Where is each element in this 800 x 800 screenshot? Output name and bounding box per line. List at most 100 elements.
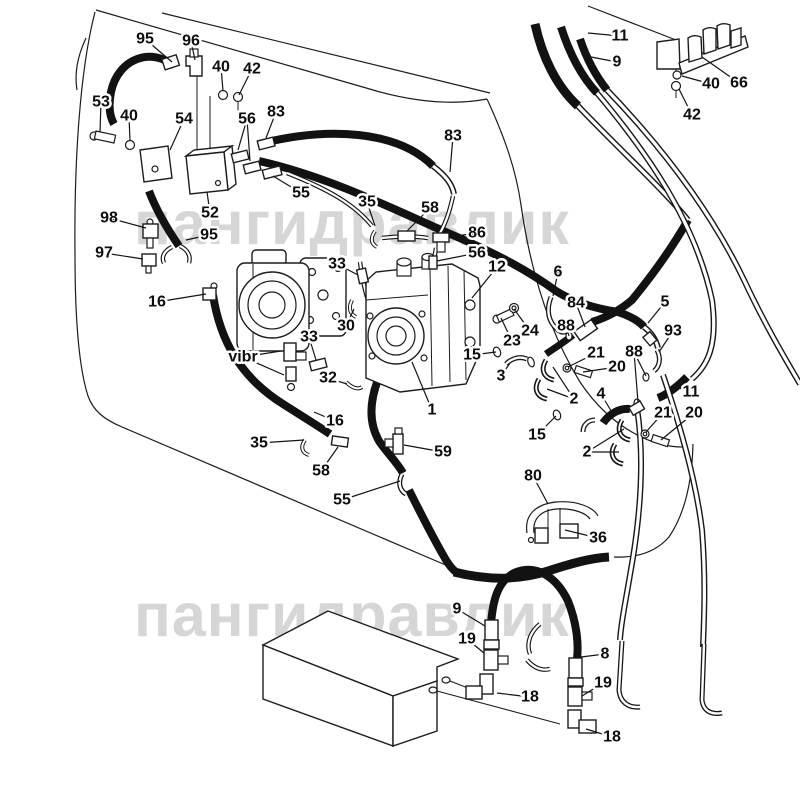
bolt-20 [650, 433, 671, 448]
leader-line [546, 388, 575, 400]
part-label-2: 2 [570, 391, 579, 408]
part-label-83: 83 [444, 128, 462, 145]
leader-line [658, 330, 674, 353]
fitting-5 [641, 330, 658, 347]
clamp-bracket-66 [656, 23, 749, 98]
part-label-19: 19 [458, 631, 476, 648]
part-label-42: 42 [243, 61, 261, 78]
part-label-88: 88 [625, 344, 643, 361]
part-label-55: 55 [333, 492, 351, 509]
hose-16 [209, 294, 333, 438]
leader-line [144, 38, 173, 63]
leader-line [237, 118, 248, 151]
fitting-95 [160, 53, 181, 71]
hose-4 [599, 404, 631, 426]
leader-line [313, 411, 336, 422]
block-52 [185, 151, 229, 195]
leader-line [456, 608, 486, 627]
tank-port-hole [441, 676, 451, 684]
part-label-53: 53 [92, 94, 110, 111]
leader-line [552, 366, 575, 400]
leader-line [645, 412, 664, 433]
hose-83 [258, 129, 436, 169]
hose-center [367, 368, 407, 476]
vibr-fitting [285, 366, 297, 382]
bracket-80 [526, 501, 599, 544]
leader-line [406, 207, 431, 232]
leader-line [600, 393, 614, 415]
leader-line [471, 266, 498, 299]
union-58 [397, 230, 416, 242]
part-label-9: 9 [613, 54, 622, 71]
union-84 [572, 318, 599, 342]
part-label-33: 33 [328, 256, 346, 273]
leader-line [552, 271, 559, 297]
part-label-3: 3 [497, 368, 506, 385]
elbow-98 [142, 223, 159, 239]
part-label-33: 33 [300, 329, 318, 346]
plate-54 [139, 145, 173, 183]
nut [567, 677, 584, 687]
leader-line [532, 475, 549, 505]
leader-line [246, 118, 251, 162]
part-label-40: 40 [212, 59, 230, 76]
union-56 [428, 255, 438, 270]
part-label-23: 23 [503, 333, 521, 350]
elbow-18 [465, 685, 483, 700]
ring-15 [492, 346, 502, 358]
leader-line [581, 682, 604, 697]
leader-line [156, 293, 207, 303]
leader-line [681, 75, 712, 85]
leader-line [190, 40, 196, 61]
part-label-32: 32 [319, 370, 337, 387]
tee-86 [436, 241, 446, 253]
tank-fittings [465, 619, 597, 734]
part-label-11: 11 [683, 384, 700, 401]
fitting-19 [567, 686, 583, 707]
leader-line [580, 653, 606, 658]
leader-line [567, 352, 597, 368]
part-label-15: 15 [463, 347, 481, 364]
part-label-83: 83 [267, 104, 285, 121]
hose-95 [145, 189, 183, 249]
leader-line [265, 111, 277, 139]
part-label-40: 40 [120, 108, 138, 125]
part-label-21: 21 [587, 345, 605, 362]
nut-42 [232, 91, 244, 103]
part-label-8: 8 [601, 646, 610, 663]
leader-line [633, 351, 639, 403]
part-label-vibr: vibr [228, 349, 257, 366]
leader-line [701, 56, 740, 84]
screw-53 [93, 130, 117, 144]
part-label-24: 24 [521, 323, 539, 340]
part-label-56: 56 [468, 245, 486, 262]
leader-line [320, 446, 339, 472]
part-label-66: 66 [730, 75, 748, 92]
leader-line [575, 302, 586, 328]
plug-97 [141, 253, 157, 267]
leader-line [220, 66, 224, 92]
leader-line [185, 234, 210, 241]
leader-line [128, 115, 131, 142]
union-58 [330, 435, 350, 448]
part-label-80: 80 [524, 468, 542, 485]
union-56 [242, 160, 262, 175]
hoses-white [160, 87, 800, 716]
part-label-58: 58 [421, 200, 439, 217]
part-label-21: 21 [654, 405, 672, 422]
part-label-4: 4 [597, 386, 606, 403]
union-56 [230, 149, 250, 164]
leader-line [586, 428, 625, 453]
leader-line [590, 56, 618, 63]
part-label-9: 9 [453, 601, 462, 618]
leader-line [336, 263, 359, 276]
leader-line [448, 232, 478, 238]
leader-line [327, 377, 348, 385]
leader-line [411, 361, 433, 411]
tank-port-hole [428, 686, 438, 694]
part-label-86: 86 [468, 225, 486, 242]
part-label-1: 1 [428, 402, 437, 419]
leader-line [341, 480, 401, 501]
leader-line [108, 217, 147, 229]
